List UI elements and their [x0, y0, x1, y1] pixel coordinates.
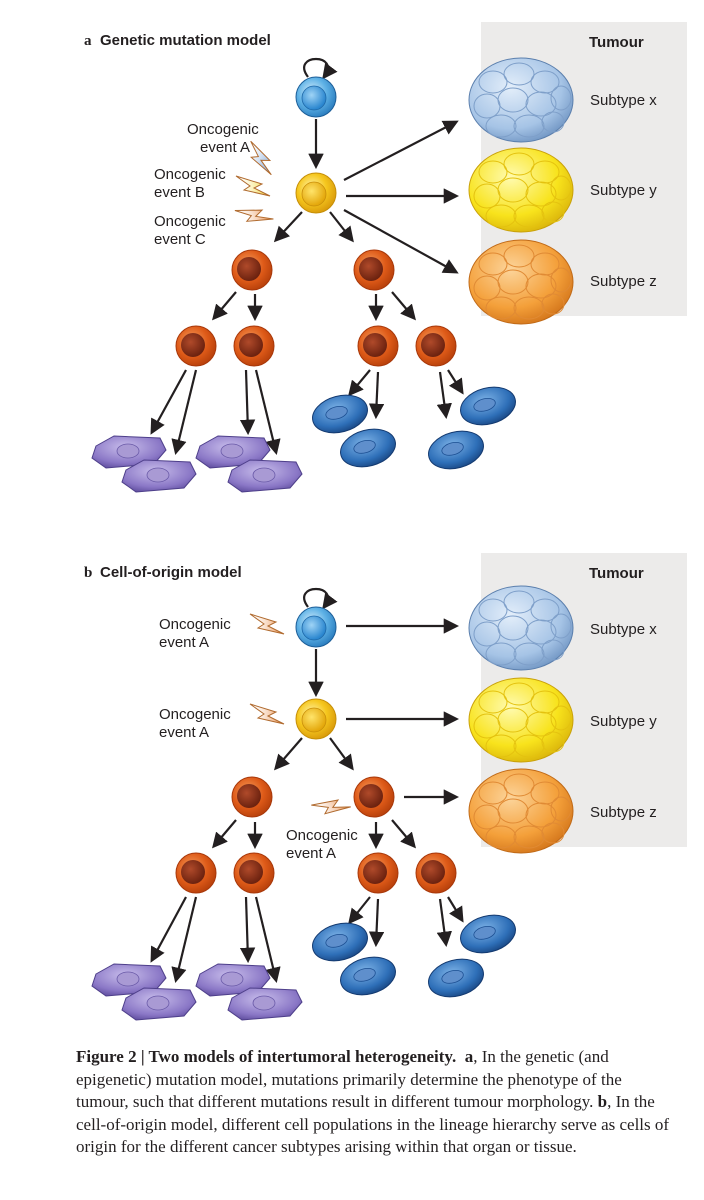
arrow: [447, 369, 464, 395]
progenitor-cell: [295, 172, 337, 214]
arrow: [436, 898, 453, 948]
stem-cell: [295, 606, 337, 648]
event-a-label-line2: event A: [159, 634, 209, 651]
lightning-bolt-icon: [235, 175, 271, 197]
arrow: [212, 291, 237, 321]
event-c-label-line2: event C: [154, 231, 206, 248]
lightning-bolt-icon: [234, 199, 274, 231]
arrow: [348, 896, 371, 925]
arrow: [368, 898, 385, 948]
arrow: [171, 896, 198, 983]
event-a-label-line2: event A: [200, 139, 250, 156]
panel-b-tumour-header: Tumour: [589, 565, 644, 582]
panel-b: b Cell-of-origin model Tumour Oncogenic …: [84, 553, 687, 1021]
event-a-label-line1: Oncogenic: [159, 616, 231, 633]
event-b-label-line2: event B: [154, 184, 205, 201]
caption-b-text: , In the cell-of-origin model, different…: [76, 1092, 670, 1156]
event-a-label-line2: event A: [286, 845, 336, 862]
panel-a: a Genetic mutation model Tumour Oncogeni…: [84, 22, 687, 493]
arrow: [391, 291, 416, 321]
arrow: [391, 819, 416, 849]
event-b-label-line1: Oncogenic: [154, 166, 226, 183]
differentiated-cell-blue: [455, 380, 521, 432]
intermediate-cell: [175, 852, 217, 894]
arrow: [150, 369, 187, 435]
arrow: [348, 369, 371, 397]
event-a-label-line1: Oncogenic: [159, 706, 231, 723]
tumour-subtype-x: [468, 585, 574, 671]
tumour-subtype-y: [468, 147, 574, 233]
caption-figure-label: Figure 2 | Two models of intertumoral he…: [76, 1047, 457, 1066]
intermediate-cell: [353, 776, 395, 818]
panel-a-title: Genetic mutation model: [100, 32, 271, 49]
intermediate-cell: [357, 852, 399, 894]
arrow: [447, 896, 464, 923]
arrow: [212, 819, 237, 849]
tumour-subtype-x: [468, 57, 574, 143]
subtype-z-label: Subtype z: [590, 804, 657, 821]
panel-b-title: Cell-of-origin model: [100, 564, 242, 581]
arrow: [273, 737, 303, 771]
intermediate-cell: [231, 249, 273, 291]
self-renewal-arrow: [304, 59, 328, 77]
stem-cell: [295, 76, 337, 118]
event-a-label-line1: Oncogenic: [286, 827, 358, 844]
caption-a-text: , In the genetic (and epigenetic) mutati…: [76, 1047, 622, 1111]
arrow: [436, 371, 452, 420]
progenitor-cell: [295, 698, 337, 740]
arrow: [329, 211, 354, 243]
subtype-x-label: Subtype x: [590, 92, 657, 109]
arrow: [239, 369, 256, 436]
subtype-x-label: Subtype x: [590, 621, 657, 638]
arrow: [343, 120, 459, 181]
arrow: [273, 211, 303, 243]
arrow: [171, 369, 198, 455]
event-c-label-line1: Oncogenic: [154, 213, 226, 230]
arrow: [254, 369, 281, 455]
intermediate-cell: [175, 325, 217, 367]
intermediate-cell: [231, 776, 273, 818]
arrow: [150, 896, 187, 963]
intermediate-cell: [233, 325, 275, 367]
tumour-subtype-y: [468, 677, 574, 763]
arrow: [343, 209, 459, 274]
differentiated-cell-blue: [455, 908, 521, 960]
tumour-subtype-z: [468, 239, 574, 325]
lightning-bolt-icon: [249, 703, 285, 725]
lightning-bolt-icon: [310, 788, 352, 824]
lightning-bolt-icon: [249, 613, 285, 635]
intermediate-cell: [353, 249, 395, 291]
intermediate-cell: [357, 325, 399, 367]
intermediate-cell: [415, 852, 457, 894]
event-a-label-line2: event A: [159, 724, 209, 741]
panel-a-tumour-header: Tumour: [589, 34, 644, 51]
caption-a-letter: a: [464, 1047, 474, 1066]
arrow: [329, 737, 354, 771]
tumour-subtype-z: [468, 768, 574, 854]
arrow: [239, 896, 256, 964]
intermediate-cell: [415, 325, 457, 367]
subtype-y-label: Subtype y: [590, 182, 657, 199]
figure-caption: Figure 2 | Two models of intertumoral he…: [76, 1046, 676, 1159]
arrow: [254, 896, 281, 983]
caption-b-letter: b: [597, 1092, 608, 1111]
event-a-label-line1: Oncogenic: [187, 121, 259, 138]
differentiated-cell-blue: [423, 952, 489, 1004]
arrow: [368, 371, 385, 420]
figure: a Genetic mutation model Tumour Oncogeni…: [84, 22, 687, 1021]
self-renewal-arrow: [304, 589, 328, 607]
differentiated-cell-blue: [423, 424, 489, 476]
panel-a-letter: a: [84, 33, 92, 49]
subtype-y-label: Subtype y: [590, 713, 657, 730]
subtype-z-label: Subtype z: [590, 273, 657, 290]
intermediate-cell: [233, 852, 275, 894]
panel-b-letter: b: [84, 565, 92, 581]
